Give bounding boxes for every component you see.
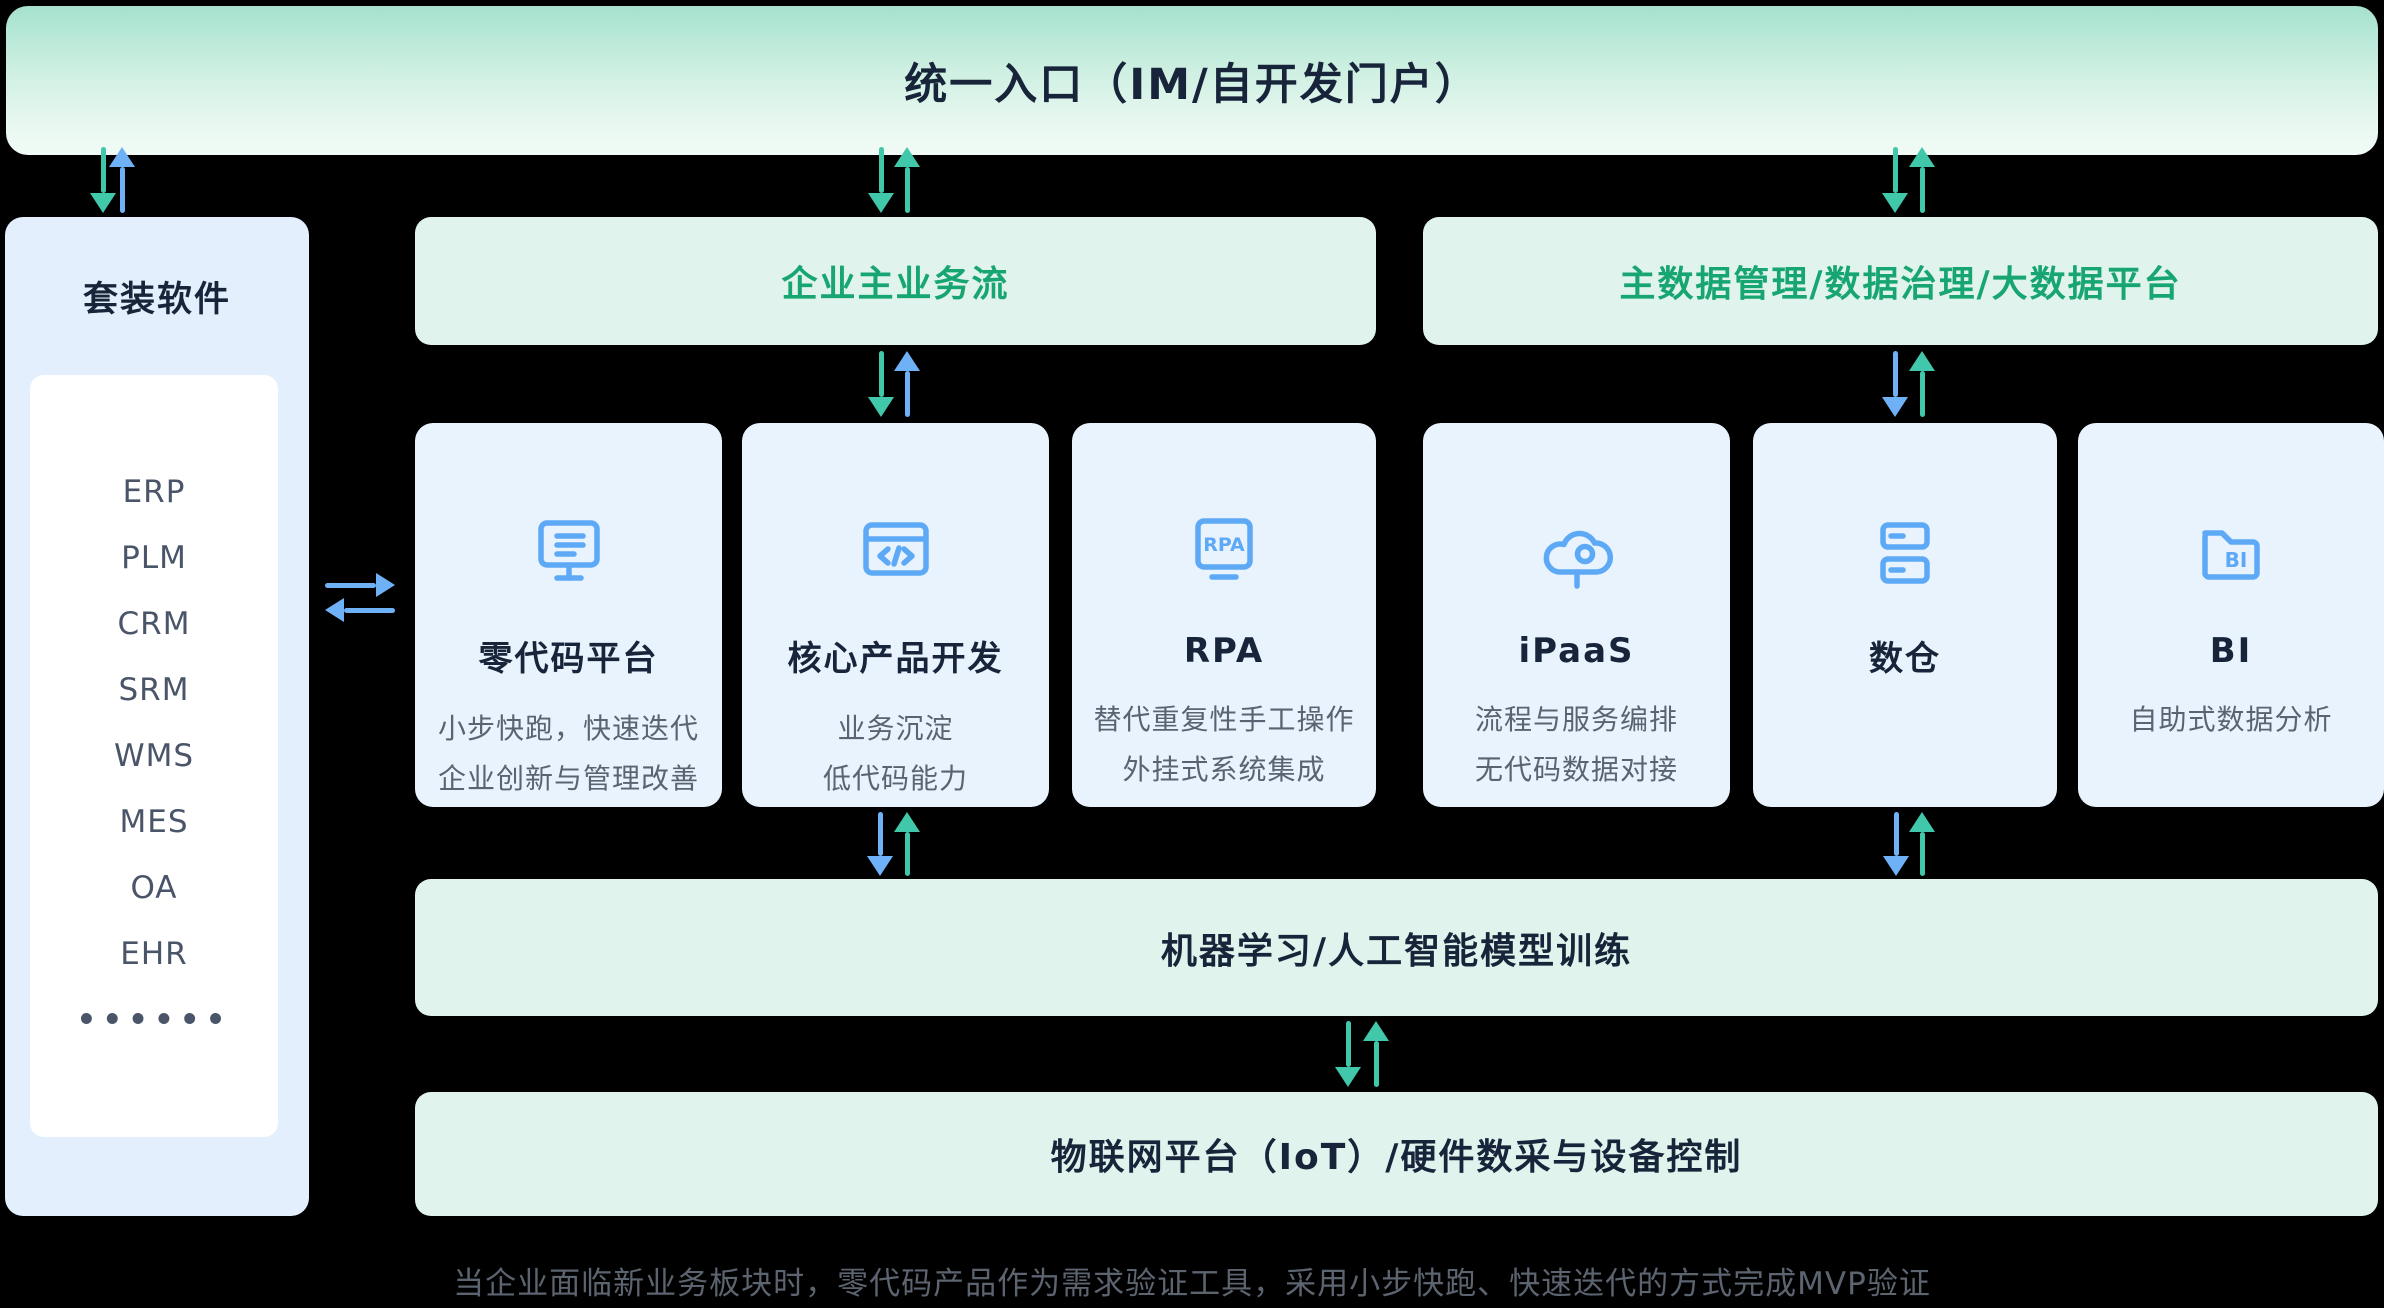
card-title: RPA [1183,631,1265,671]
packaged-software-list: ERP PLM CRM SRM WMS MES OA EHR •••••• [77,459,232,1053]
arrow-down-icon [867,812,893,876]
card-zero-code: 零代码平台 小步快跑，快速迭代 企业创新与管理改善 [415,423,722,807]
arrow-down-icon [1335,1021,1361,1087]
card-bi: BI BI 自助式数据分析 [2078,423,2384,807]
business-flow-title: 企业主业务流 [781,264,1010,305]
arrow-down-icon [1882,147,1908,213]
rpa-monitor-icon: RPA [1195,518,1253,580]
arrow-up-icon [1363,1021,1389,1087]
card-subtitle: 流程与服务编排 无代码数据对接 [1474,703,1678,786]
list-item: SRM [118,672,190,708]
unified-entry-banner: 统一入口（IM/自开发门户） [6,6,2378,155]
arrow-up-icon [1909,812,1935,876]
card-title: 数仓 [1869,639,1941,679]
card-subtitle: 业务沉淀 低代码能力 [822,712,968,795]
card-title: BI [2209,631,2253,671]
list-item: ERP [122,474,186,510]
list-item: PLM [121,540,187,576]
card-ipaas: iPaaS 流程与服务编排 无代码数据对接 [1423,423,1730,807]
arrow-down-icon [90,147,116,213]
svg-text:RPA: RPA [1203,534,1245,556]
card-title: iPaaS [1518,631,1635,671]
card-title: 零代码平台 [478,639,659,679]
list-item: CRM [117,606,191,642]
code-window-icon [862,522,929,576]
arrow-up-icon [894,812,920,876]
monitor-list-icon [537,520,600,581]
ellipsis-dots: •••••• [76,1002,232,1038]
iot-platform-title: 物联网平台（IoT）/硬件数采与设备控制 [1050,1137,1743,1178]
arrow-right-icon [325,573,395,597]
data-platform-header: 主数据管理/数据治理/大数据平台 [1423,217,2378,345]
arrow-up-icon [894,147,920,213]
data-platform-title: 主数据管理/数据治理/大数据平台 [1619,264,2182,305]
card-core-product-dev: 核心产品开发 业务沉淀 低代码能力 [742,423,1049,807]
list-item: WMS [113,738,195,774]
list-item: OA [130,870,178,906]
card-data-warehouse: 数仓 [1753,423,2057,807]
arrow-left-icon [325,598,395,622]
arrow-down-icon [1882,351,1908,417]
arrow-down-icon [868,147,894,213]
iot-platform-bar: 物联网平台（IoT）/硬件数采与设备控制 [415,1092,2378,1216]
card-rpa: RPA RPA 替代重复性手工操作 外挂式系统集成 [1072,423,1376,807]
card-subtitle: 替代重复性手工操作 外挂式系统集成 [1093,703,1355,786]
card-subtitle: 小步快跑，快速迭代 企业创新与管理改善 [437,712,699,795]
list-item: MES [119,804,189,840]
arrow-up-icon [1909,147,1935,213]
packaged-software-panel: 套装软件 ERP PLM CRM SRM WMS MES OA EHR ••••… [5,217,309,1216]
arrow-down-icon [1883,812,1909,876]
arrow-up-icon [1909,351,1935,417]
packaged-software-title: 套装软件 [82,279,231,320]
bottom-caption: 当企业面临新业务板块时，零代码产品作为需求验证工具，采用小步快跑、快速迭代的方式… [453,1266,1931,1302]
list-item: EHR [120,936,188,972]
bi-folder-icon: BI [2202,530,2260,580]
business-flow-header: 企业主业务流 [415,217,1376,345]
unified-entry-title: 统一入口（IM/自开发门户） [904,59,1480,110]
cloud-integration-icon [1543,530,1613,589]
card-subtitle: 自助式数据分析 [2129,703,2333,736]
machine-learning-bar: 机器学习/人工智能模型训练 [415,879,2378,1016]
svg-text:BI: BI [2225,548,2248,572]
machine-learning-title: 机器学习/人工智能模型训练 [1160,930,1633,972]
arrow-up-icon [109,147,135,213]
arrow-down-icon [868,351,894,417]
packaged-software-list-panel: ERP PLM CRM SRM WMS MES OA EHR •••••• [30,375,278,1137]
arrow-up-icon [894,351,920,417]
card-title: 核心产品开发 [787,639,1004,679]
server-stack-icon [1880,522,1930,584]
